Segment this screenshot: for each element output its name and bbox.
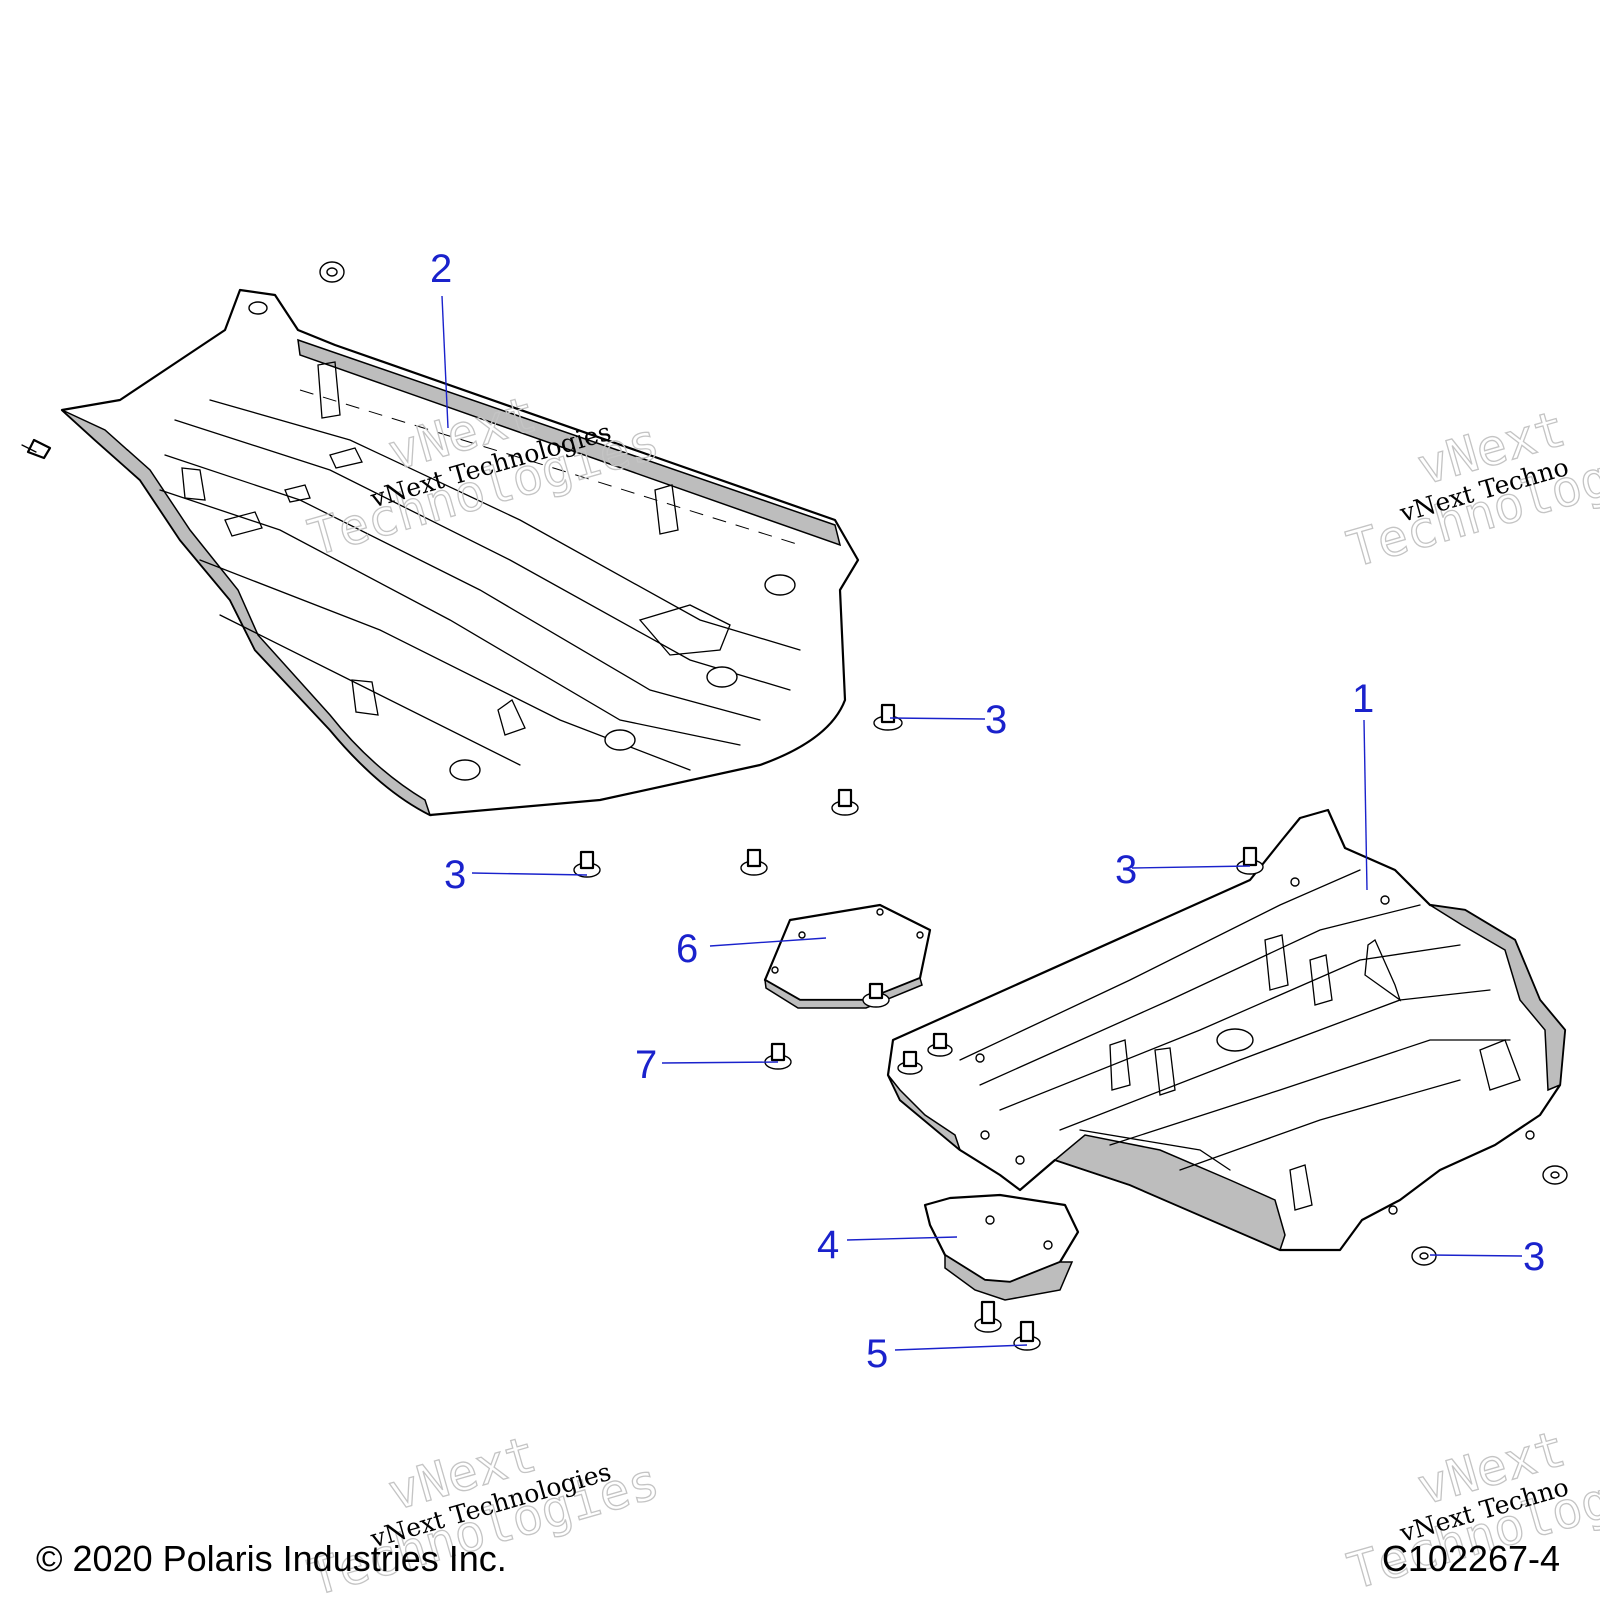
callout-3: 3	[1523, 1235, 1545, 1279]
push-pin-icon	[764, 1042, 792, 1070]
push-pin-icon	[740, 848, 768, 876]
push-pin-icon	[21, 438, 52, 460]
callout-3: 3	[1115, 848, 1137, 892]
push-pin-icon	[927, 1032, 953, 1057]
mount-hole	[248, 301, 268, 315]
callout-3: 3	[444, 853, 466, 897]
callout-3: 3	[985, 698, 1007, 742]
clip-icon	[319, 261, 345, 283]
push-pin-icon	[1542, 1165, 1568, 1185]
push-pin-icon	[862, 982, 890, 1008]
copyright-notice: © 2020 Polaris Industries Inc.	[36, 1538, 507, 1579]
callout-6: 6	[676, 927, 698, 971]
push-pin-icon	[1013, 1320, 1041, 1351]
skid-plate-part-2	[60, 288, 860, 817]
bracket-part-4	[923, 1193, 1080, 1301]
push-pin-icon	[1236, 846, 1264, 875]
figure-id: C102267-4	[1381, 1538, 1560, 1579]
push-pin-icon	[573, 850, 601, 878]
callout-2: 2	[430, 247, 452, 291]
leader-lines	[441, 295, 1523, 1351]
push-pin-icon	[1411, 1246, 1437, 1266]
callout-7: 7	[635, 1043, 657, 1087]
skid-plate-part-1	[886, 808, 1567, 1252]
watermark: vNext Technologies vNext Techno	[1340, 399, 1600, 580]
push-pin-icon	[831, 788, 859, 816]
callout-labels: 1 2 3 3 3 3 4 5 6 7	[430, 247, 1545, 1376]
callout-1: 1	[1352, 677, 1374, 721]
callout-4: 4	[817, 1223, 839, 1267]
push-pin-icon	[897, 1050, 923, 1075]
push-pin-icon	[974, 1300, 1002, 1333]
callout-5: 5	[866, 1332, 888, 1376]
cover-plate-part-6	[763, 903, 932, 1009]
